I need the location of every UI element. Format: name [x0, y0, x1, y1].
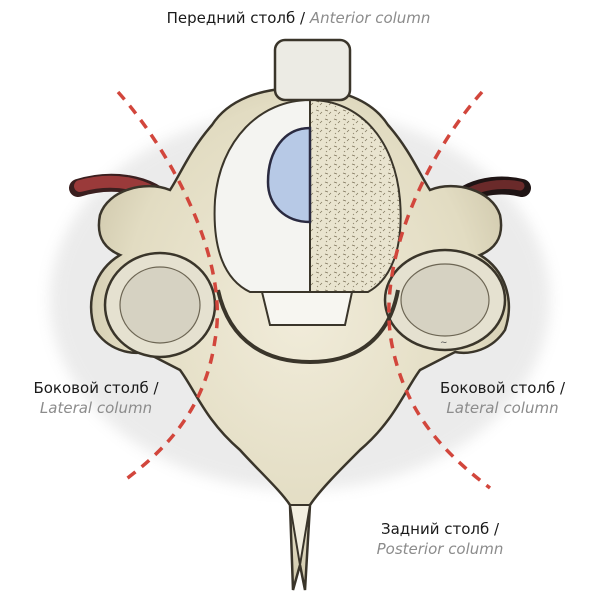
transverse-ligament-plate	[262, 292, 352, 325]
artist-signature: ~	[440, 338, 448, 348]
posterior-column-ru: Задний столб /	[360, 519, 520, 539]
odontoid-peg	[275, 40, 350, 100]
right-lateral-facet-inner	[401, 264, 489, 336]
lateral-column-right-ru: Боковой столб /	[410, 378, 595, 398]
posterior-column-en: Posterior column	[360, 539, 520, 559]
posterior-column-label: Задний столб / Posterior column	[360, 519, 520, 559]
lateral-column-right-label: Боковой столб / Lateral column	[410, 378, 595, 418]
anterior-column-label: Передний столб / Anterior column	[0, 8, 597, 28]
lateral-column-right-en: Lateral column	[410, 398, 595, 418]
left-lateral-facet-inner	[120, 267, 200, 343]
lateral-column-left-label: Боковой столб / Lateral column	[6, 378, 186, 418]
lateral-column-left-en: Lateral column	[6, 398, 186, 418]
lateral-column-left-ru: Боковой столб /	[6, 378, 186, 398]
anterior-column-ru: Передний столб /	[167, 9, 306, 27]
anterior-column-en: Anterior column	[310, 9, 431, 27]
